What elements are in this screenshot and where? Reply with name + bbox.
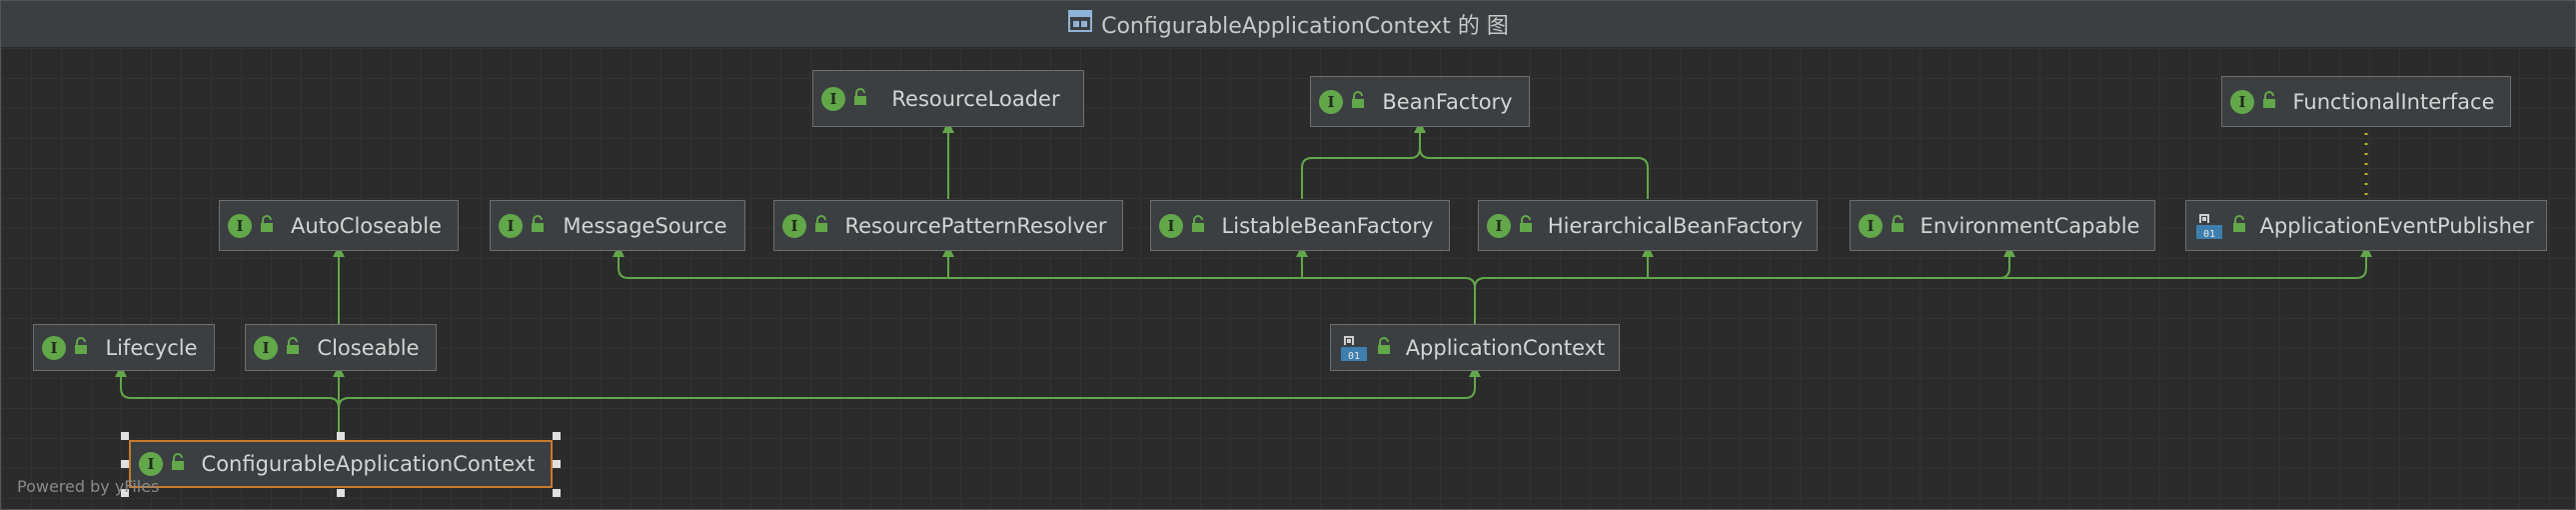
title-bar: ConfigurableApplicationContext 的 图 xyxy=(1,1,2575,48)
node-resourceloader[interactable]: I ResourceLoader xyxy=(812,70,1084,127)
interface-icon: I xyxy=(42,335,89,360)
lock-icon xyxy=(2261,90,2277,114)
node-applicationcontext[interactable]: 01 ApplicationContext xyxy=(1330,324,1620,371)
edge-configurable-bus xyxy=(115,365,340,440)
node-lifecycle[interactable]: I Lifecycle xyxy=(33,324,215,371)
node-label: EnvironmentCapable xyxy=(1920,213,2140,238)
interface-icon: I xyxy=(499,213,546,238)
resize-handle[interactable] xyxy=(553,432,561,440)
diagram-canvas[interactable]: I ResourceLoader I BeanFactory I Functio… xyxy=(1,48,2575,509)
node-autocloseable[interactable]: I AutoCloseable xyxy=(219,200,459,251)
node-label: ApplicationContext xyxy=(1405,335,1606,360)
node-label: ListableBeanFactory xyxy=(1221,213,1434,238)
lock-icon xyxy=(1376,336,1392,360)
window-title: ConfigurableApplicationContext 的 图 xyxy=(1101,14,1509,39)
node-closeable[interactable]: I Closeable xyxy=(245,324,437,371)
node-hierarchicalbeanfactory[interactable]: I HierarchicalBeanFactory xyxy=(1478,200,1818,251)
node-label: FunctionalInterface xyxy=(2292,89,2495,114)
edge-to-environmentcapable xyxy=(1474,245,2015,289)
node-label: BeanFactory xyxy=(1382,89,1513,114)
edge-listablebeanfactory-beanfactory xyxy=(1301,121,1426,199)
edges-layer xyxy=(115,121,2372,440)
resize-handle[interactable] xyxy=(337,432,345,440)
lock-icon xyxy=(1350,90,1366,114)
interface-icon: I xyxy=(228,213,275,238)
lock-icon xyxy=(813,214,829,238)
node-label: AutoCloseable xyxy=(291,213,442,238)
edge-configurable-applicationcontext xyxy=(338,365,1481,409)
lock-icon xyxy=(1190,214,1206,238)
resize-handle[interactable] xyxy=(121,489,129,497)
interface-icon: I xyxy=(1859,213,1906,238)
node-label: ResourcePatternResolver xyxy=(844,213,1107,238)
node-label: Closeable xyxy=(317,335,420,360)
resize-handle[interactable] xyxy=(553,489,561,497)
functional-interface-icon: 01 xyxy=(1339,333,1392,363)
node-configurableapplicationcontext[interactable]: I ConfigurableApplicationContext xyxy=(129,440,553,488)
node-listablebeanfactory[interactable]: I ListableBeanFactory xyxy=(1150,200,1450,251)
lock-icon xyxy=(1890,214,1906,238)
node-label: MessageSource xyxy=(563,213,727,238)
lock-icon xyxy=(170,452,186,476)
functional-interface-icon: 01 xyxy=(2194,211,2247,241)
lock-icon xyxy=(285,336,301,360)
interface-icon: I xyxy=(821,86,868,111)
lock-icon xyxy=(259,214,275,238)
node-environmentcapable[interactable]: I EnvironmentCapable xyxy=(1850,200,2155,251)
interface-icon: I xyxy=(782,213,829,238)
interface-icon: I xyxy=(139,452,186,476)
interface-icon: I xyxy=(1159,213,1206,238)
diagram-icon xyxy=(1067,8,1093,40)
edge-hierarchicalbeanfactory-beanfactory xyxy=(1419,127,1649,199)
node-label: ResourceLoader xyxy=(891,86,1060,111)
resize-handle[interactable] xyxy=(553,460,561,468)
resize-handle[interactable] xyxy=(121,432,129,440)
lock-icon xyxy=(2231,214,2247,238)
node-messagesource[interactable]: I MessageSource xyxy=(490,200,745,251)
lock-icon xyxy=(530,214,546,238)
edge-to-applicationeventpublisher xyxy=(1999,245,2372,279)
svg-text:01: 01 xyxy=(1348,351,1360,362)
lock-icon xyxy=(852,87,868,111)
resize-handle[interactable] xyxy=(121,460,129,468)
svg-text:01: 01 xyxy=(2203,229,2215,240)
resize-handle[interactable] xyxy=(337,489,345,497)
lock-icon xyxy=(73,336,89,360)
node-label: HierarchicalBeanFactory xyxy=(1547,213,1804,238)
node-applicationeventpublisher[interactable]: 01 ApplicationEventPublisher xyxy=(2185,200,2547,251)
node-beanfactory[interactable]: I BeanFactory xyxy=(1310,76,1530,127)
node-resourcepatternresolver[interactable]: I ResourcePatternResolver xyxy=(773,200,1123,251)
powered-by-watermark: Powered by yFiles xyxy=(17,477,160,496)
lock-icon xyxy=(1518,214,1534,238)
edge-applicationcontext-bus xyxy=(618,251,1476,324)
node-label: Lifecycle xyxy=(105,335,198,360)
node-label: ConfigurableApplicationContext xyxy=(201,452,536,476)
interface-icon: I xyxy=(1319,89,1366,114)
node-label: ApplicationEventPublisher xyxy=(2259,213,2534,238)
interface-icon: I xyxy=(254,335,301,360)
interface-icon: I xyxy=(1487,213,1534,238)
interface-icon: I xyxy=(2230,89,2277,114)
node-functionalinterface[interactable]: I FunctionalInterface xyxy=(2221,76,2511,127)
